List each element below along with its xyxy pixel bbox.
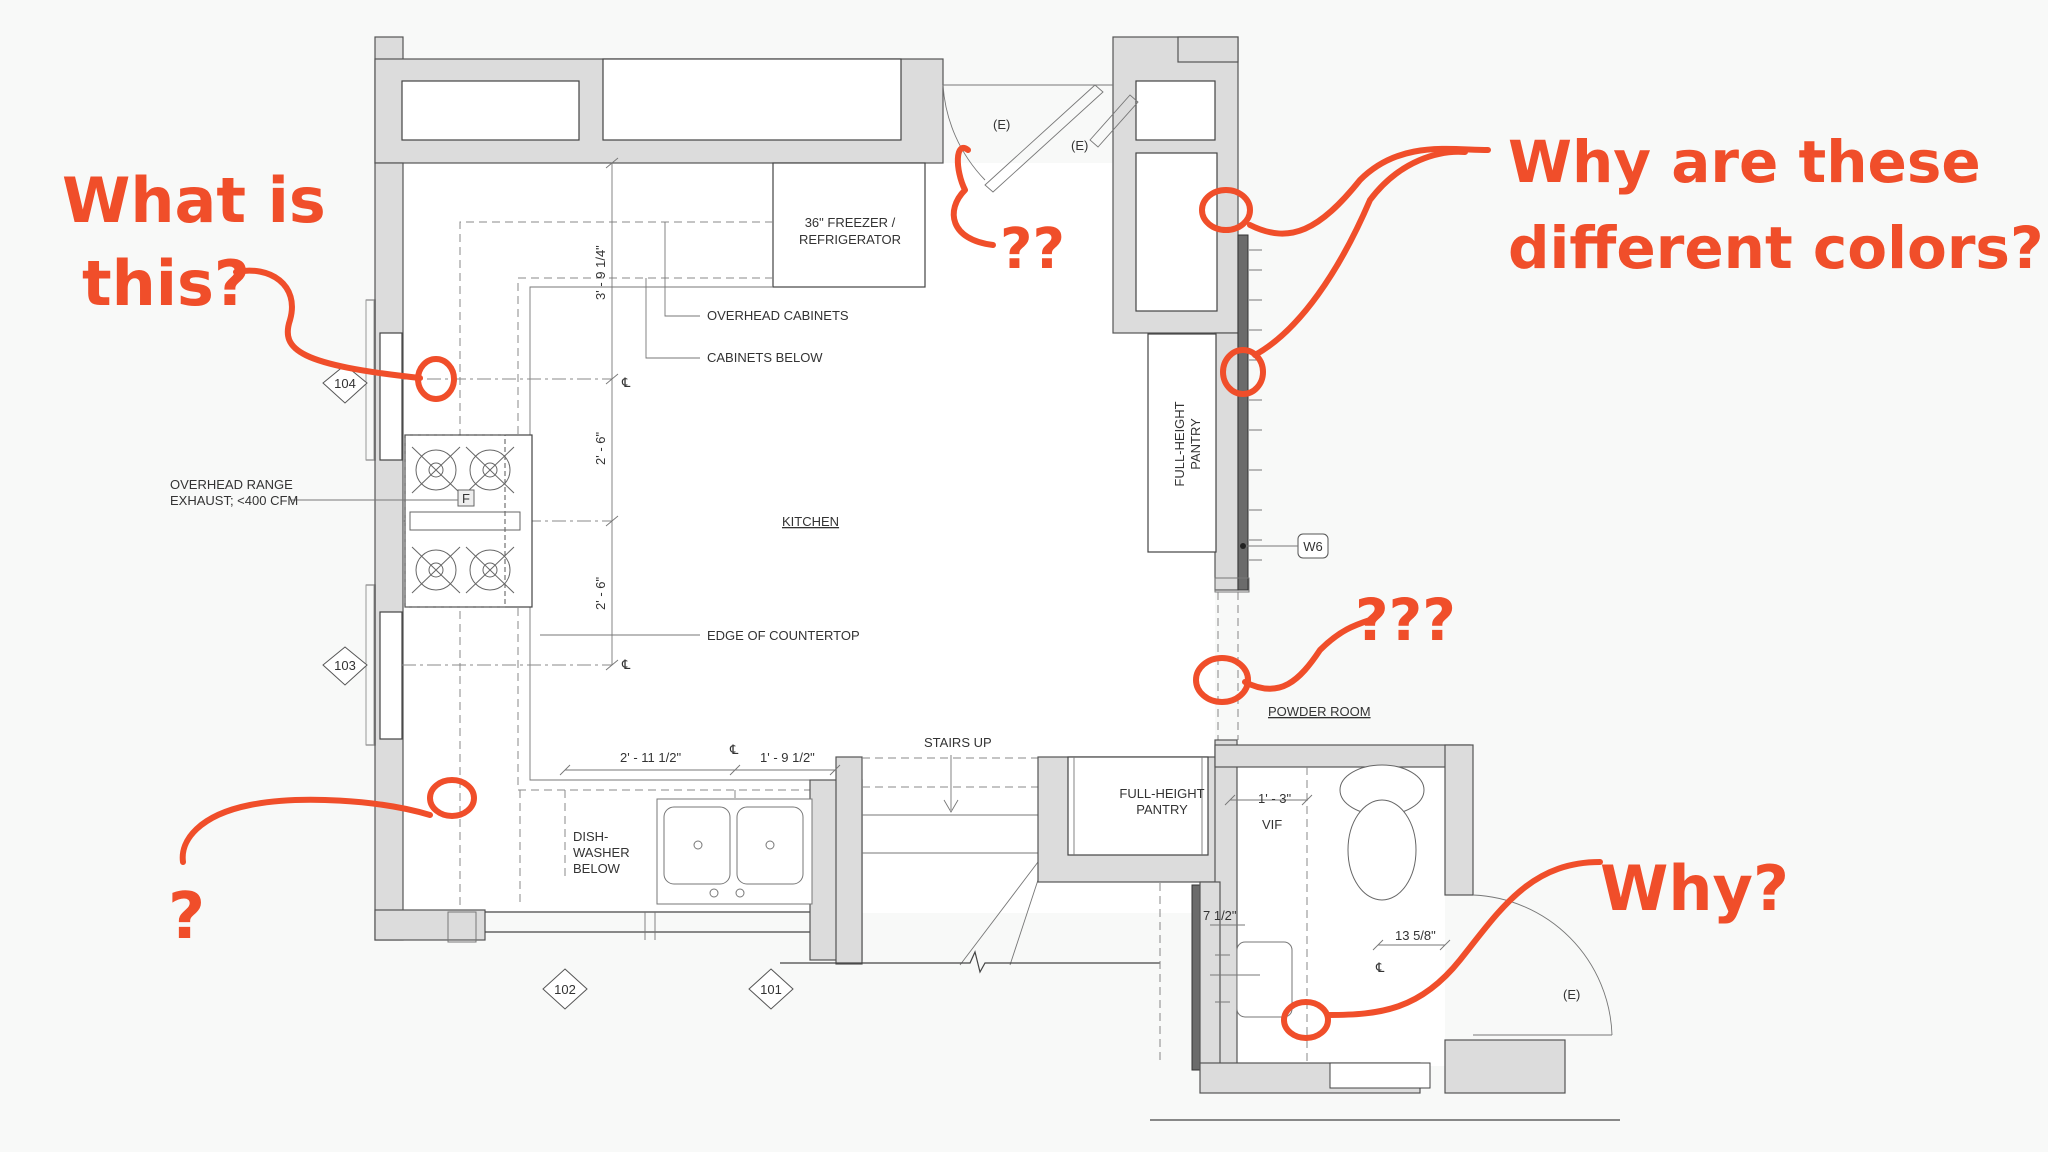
stairs <box>780 755 1161 1060</box>
range: F <box>404 434 533 608</box>
dishwasher-label-3: BELOW <box>573 861 621 876</box>
centerline-mark: ℄ <box>1375 960 1385 975</box>
pantry-bottom-label-2: PANTRY <box>1136 802 1188 817</box>
pantry-bottom-label-1: FULL-HEIGHT <box>1119 786 1204 801</box>
vif-label: VIF <box>1262 817 1282 832</box>
centerline-mark: ℄ <box>621 657 631 672</box>
edge-of-countertop-label: EDGE OF COUNTERTOP <box>707 628 860 643</box>
kitchen-label: KITCHEN <box>782 514 839 529</box>
centerline-mark: ℄ <box>621 375 631 390</box>
side-pantry <box>1147 333 1217 553</box>
annotation-what-is: What is <box>62 164 326 237</box>
annotation-question: ? <box>168 880 205 954</box>
freezer-label-2: REFRIGERATOR <box>799 232 901 247</box>
red-markup <box>179 145 1603 1041</box>
dim-13-5: 13 5/8" <box>1395 928 1436 943</box>
cabinets-below-label: CABINETS BELOW <box>707 350 823 365</box>
tag-w6: W6 <box>1303 539 1323 554</box>
stairs-up-label: STAIRS UP <box>924 735 992 750</box>
entry-door <box>942 84 1139 193</box>
right-wall <box>1214 234 1262 740</box>
dim-2-6b: 2' - 6" <box>593 577 608 610</box>
door-e-label-1: (E) <box>993 117 1010 132</box>
pantry-side-label-1: FULL-HEIGHT <box>1172 401 1187 486</box>
tag-104: 104 <box>334 376 356 391</box>
annotation-why-are-these: Why are these <box>1508 128 1981 196</box>
powder-room-label: POWDER ROOM <box>1268 704 1371 719</box>
dark-wall-strip <box>1237 234 1249 591</box>
door-e-label-2: (E) <box>1071 138 1088 153</box>
range-exhaust-label-2: EXHAUST; <400 CFM <box>170 493 298 508</box>
range-f-label: F <box>462 491 470 506</box>
annotation-this: this? <box>82 247 250 320</box>
dim-2-6a: 2' - 6" <box>593 432 608 465</box>
overhead-cabinets-label: OVERHEAD CABINETS <box>707 308 849 323</box>
tag-102: 102 <box>554 982 576 997</box>
double-sink <box>656 798 813 905</box>
tag-101: 101 <box>760 982 782 997</box>
dim-7-5: 7 1/2" <box>1203 908 1237 923</box>
dim-1-3: 1' - 3" <box>1258 791 1291 806</box>
window-tags <box>322 364 1329 1010</box>
bottom-pantry <box>1037 756 1219 883</box>
dishwasher-label-2: WASHER <box>573 845 630 860</box>
dim-3-9: 3' - 9 1/4" <box>593 245 608 300</box>
top-wall <box>374 36 1239 334</box>
pantry-side-label-2: PANTRY <box>1188 418 1203 470</box>
dishwasher-label-1: DISH- <box>573 829 608 844</box>
left-wall <box>365 162 404 941</box>
door-e-label-3: (E) <box>1563 987 1580 1002</box>
centerline-mark: ℄ <box>729 742 739 757</box>
powder-room <box>1150 739 1620 1121</box>
freezer-label-1: 36" FREEZER / <box>805 215 896 230</box>
bottom-wall <box>374 756 863 965</box>
annotation-why: Why? <box>1600 852 1789 925</box>
annotation-double-question: ?? <box>1000 217 1065 282</box>
powder-room-floor <box>1225 766 1445 1066</box>
tag-103: 103 <box>334 658 356 673</box>
range-exhaust-label-1: OVERHEAD RANGE <box>170 477 293 492</box>
annotation-different-colors: different colors? <box>1508 214 2044 282</box>
dim-2-11: 2' - 11 1/2" <box>620 750 681 765</box>
dim-1-9: 1' - 9 1/2" <box>760 750 815 765</box>
annotation-triple-question: ??? <box>1355 586 1456 654</box>
freezer-refrigerator <box>772 162 926 288</box>
